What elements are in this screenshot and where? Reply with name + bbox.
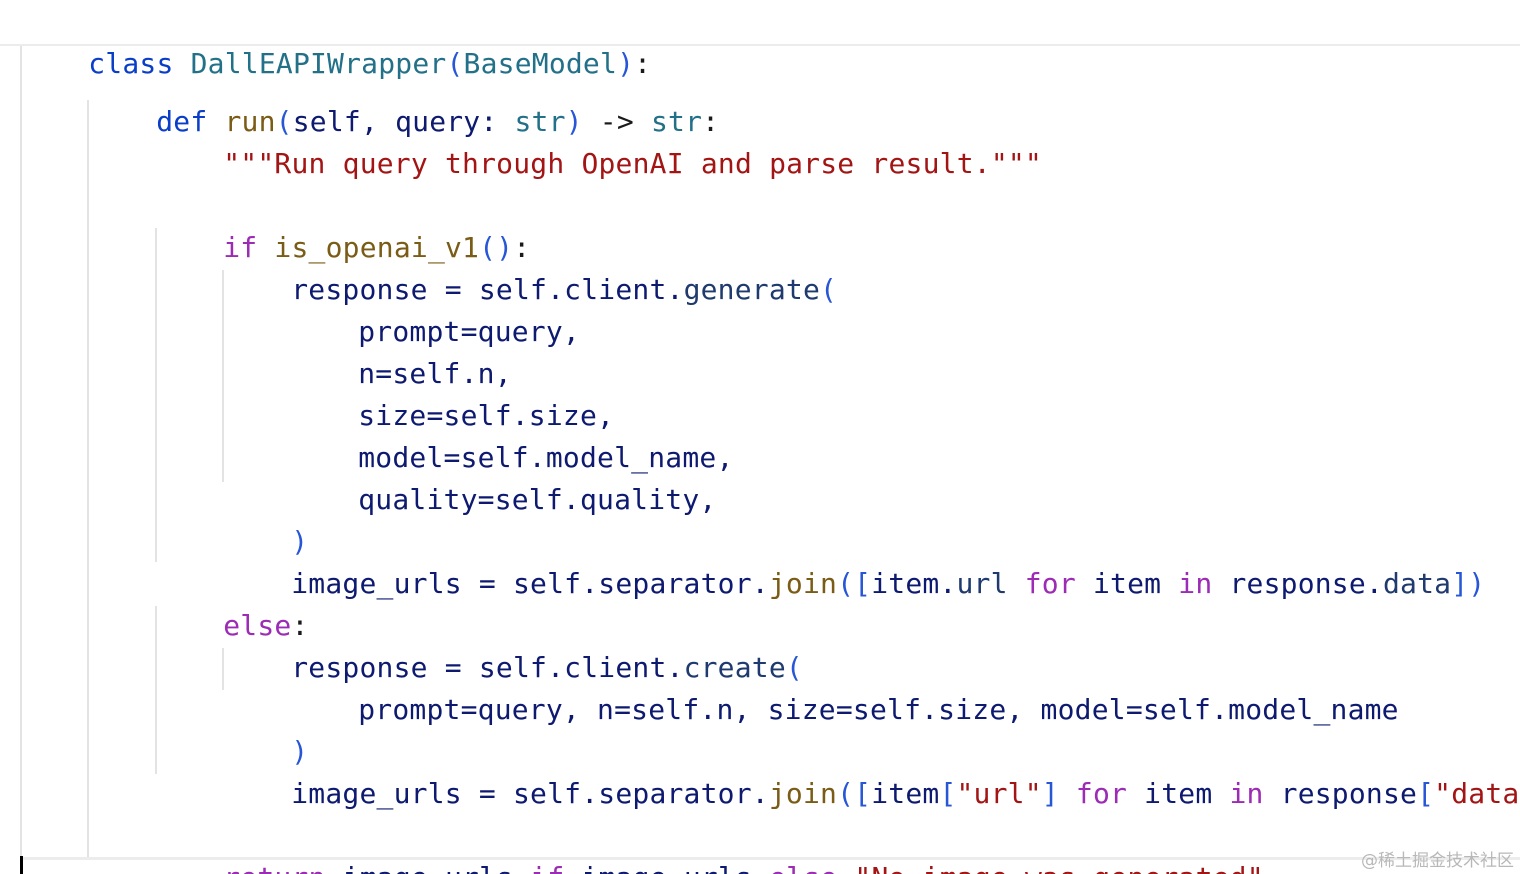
argument: n=self.n, (358, 357, 512, 390)
paren: ) (291, 735, 309, 768)
code-line-def-run[interactable]: def run(self, query: str) -> str: (88, 59, 719, 138)
base-class-name: BaseModel (463, 47, 618, 80)
code-line-response-generate[interactable]: response = self.client.generate( (223, 227, 837, 306)
keyword-in: in (1178, 567, 1213, 600)
image-urls: image_urls (326, 861, 531, 874)
indent-guide (155, 228, 157, 562)
argument: model=self.model_name, (358, 441, 734, 474)
class-name: DallEAPIWrapper (190, 47, 447, 80)
bracket: [ (854, 777, 872, 810)
watermark: @稀土掘金技术社区 (1361, 851, 1514, 871)
colon: : (702, 105, 720, 138)
paren: ( (820, 273, 838, 306)
indent-guide (20, 46, 22, 858)
code-line-arg[interactable]: prompt=query, (290, 269, 580, 348)
attr-data: data (1382, 567, 1452, 600)
code-line-image-urls-legacy[interactable]: image_urls = self.separator.join([item["… (223, 731, 1520, 810)
docstring: """Run query through OpenAI and parse re… (223, 147, 1042, 180)
function-is-openai-v1: is_openai_v1 (274, 231, 480, 264)
paren: ( (446, 47, 464, 80)
paren: ) (291, 525, 309, 558)
bracket: [ (939, 777, 957, 810)
method-generate: generate (683, 273, 821, 306)
keyword-return: return (223, 861, 325, 874)
colon: : (513, 231, 531, 264)
code-line-response-create[interactable]: response = self.client.create( (223, 605, 803, 684)
keyword-for: for (1058, 777, 1145, 810)
code-line-else[interactable]: else: (155, 563, 309, 642)
keyword-else: else (769, 861, 837, 874)
code-line-close-paren[interactable]: ) (223, 479, 308, 558)
indent-guide (155, 606, 157, 774)
method-join: join (768, 567, 838, 600)
paren: ( (837, 567, 855, 600)
function-name-run: run (224, 105, 276, 138)
code-line-image-urls-v1[interactable]: image_urls = self.separator.join([item.u… (223, 521, 1485, 600)
paren: ( (837, 777, 855, 810)
string-data: "data" (1434, 777, 1520, 810)
colon: : (291, 609, 309, 642)
code-line-close-paren[interactable]: ) (223, 689, 308, 768)
item: item (1092, 567, 1179, 600)
argument: quality=self.quality, (358, 483, 717, 516)
string-url: "url" (956, 777, 1042, 810)
parens: () (479, 231, 514, 264)
keyword-class: class (88, 47, 174, 80)
bracket: ] (1041, 777, 1059, 810)
arrow: -> (582, 105, 651, 138)
indent-guide (222, 648, 224, 690)
argument: size=self.size, (358, 399, 615, 432)
response: response. (1212, 567, 1383, 600)
arguments: prompt=query, n=self.n, size=self.size, … (358, 693, 1399, 726)
bracket: [ (854, 567, 872, 600)
code-line-arg[interactable]: size=self.size, (290, 353, 614, 432)
params: self, query: (292, 105, 515, 138)
keyword-def: def (156, 105, 208, 138)
item: item (871, 777, 940, 810)
assignment: image_urls = self.separator. (291, 567, 769, 600)
method-create: create (683, 651, 786, 684)
paren: ( (275, 105, 293, 138)
code-line-arg[interactable]: model=self.model_name, (290, 395, 734, 474)
return-type-str: str (650, 105, 703, 138)
assignment: response = self.client. (291, 273, 684, 306)
text-cursor (20, 856, 23, 874)
assignment: response = self.client. (291, 651, 684, 684)
code-line-return[interactable]: return image_urls if image_urls else "No… (155, 815, 1264, 874)
argument: prompt=query, (358, 315, 580, 348)
type-str: str (514, 105, 566, 138)
code-line-if[interactable]: if is_openai_v1(): (155, 185, 530, 264)
item: item (1144, 777, 1230, 810)
keyword-if: if (223, 231, 258, 264)
method-join: join (768, 777, 838, 810)
paren: ( (785, 651, 803, 684)
keyword-in: in (1229, 777, 1264, 810)
response: response (1263, 777, 1418, 810)
bracket: [ (1417, 777, 1435, 810)
code-line-args[interactable]: prompt=query, n=self.n, size=self.size, … (290, 647, 1399, 726)
attr-url: url (956, 567, 1008, 600)
paren: ) (565, 105, 583, 138)
code-line-arg[interactable]: n=self.n, (290, 311, 512, 390)
item: item. (871, 567, 957, 600)
space (837, 861, 854, 874)
string-no-image: "No image was generated" (854, 861, 1263, 874)
indent-guide (87, 100, 89, 858)
bracket: ] (1451, 567, 1469, 600)
image-urls: image_urls (564, 861, 769, 874)
sticky-header-divider (0, 44, 1520, 46)
code-line-arg[interactable]: quality=self.quality, (290, 437, 716, 516)
paren: ) (617, 47, 635, 80)
paren: ) (1468, 567, 1486, 600)
keyword-else: else (223, 609, 292, 642)
assignment: image_urls = self.separator. (291, 777, 769, 810)
keyword-for: for (1007, 567, 1093, 600)
colon: : (634, 47, 652, 80)
code-line-class-def[interactable]: class DallEAPIWrapper(BaseModel): (20, 1, 651, 80)
keyword-if: if (530, 861, 564, 874)
indent-guide (222, 270, 224, 482)
footer-divider (22, 857, 1520, 860)
code-line-docstring[interactable]: """Run query through OpenAI and parse re… (155, 101, 1042, 180)
